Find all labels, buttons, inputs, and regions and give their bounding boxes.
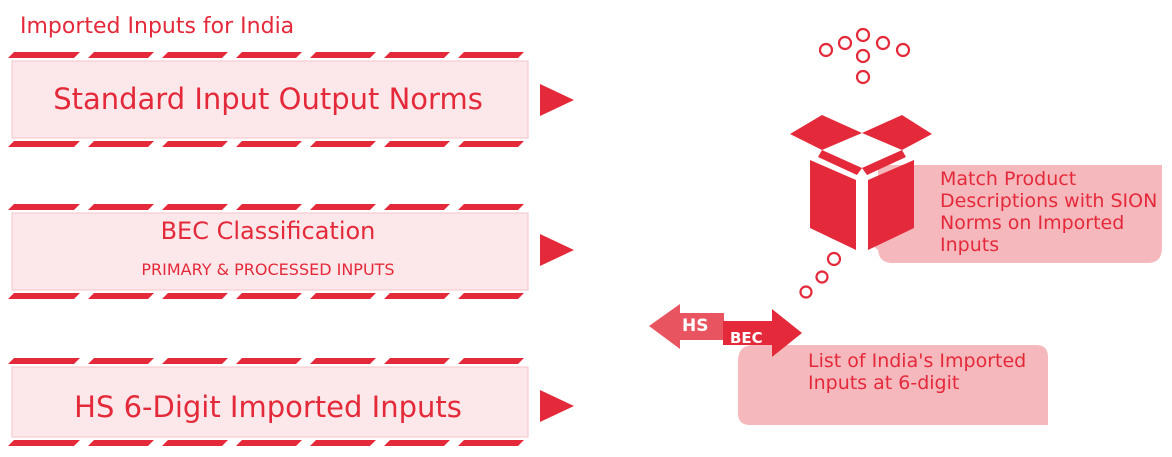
card-hs-6-digit: HS 6-Digit Imported Inputs: [8, 354, 574, 457]
box-icon: [790, 115, 932, 250]
dots-trail-icon: [818, 27, 911, 85]
play-arrow-icon: [540, 234, 574, 266]
play-arrow-icon: [540, 390, 574, 422]
card-sublabel: PRIMARY & PROCESSED INPUTS: [141, 260, 395, 279]
match-callout-text: Match Product Descriptions with SION Nor…: [940, 168, 1158, 256]
card-sion-norms: Standard Input Output Norms: [8, 48, 574, 151]
card-frame: [8, 358, 574, 446]
hs-tag: HS: [682, 316, 709, 336]
double-arrow-icon: [649, 304, 802, 357]
list-callout-shape: [738, 345, 1048, 425]
list-callout-text: List of India's Imported Inputs at 6-dig…: [808, 350, 1027, 394]
play-arrow-icon: [540, 84, 574, 116]
card-frame: [8, 204, 574, 299]
card-label: Standard Input Output Norms: [53, 82, 483, 116]
card-label: HS 6-Digit Imported Inputs: [74, 390, 462, 424]
card-frame: [8, 52, 574, 147]
card-bec-classification: BEC Classification PRIMARY & PROCESSED I…: [8, 200, 574, 303]
match-callout-shape: [870, 165, 1162, 263]
card-label: BEC Classification: [160, 217, 376, 245]
bec-tag: BEC: [730, 329, 763, 347]
diagram-title: Imported Inputs for India: [20, 14, 295, 39]
dots-trail-icon: [799, 251, 842, 299]
